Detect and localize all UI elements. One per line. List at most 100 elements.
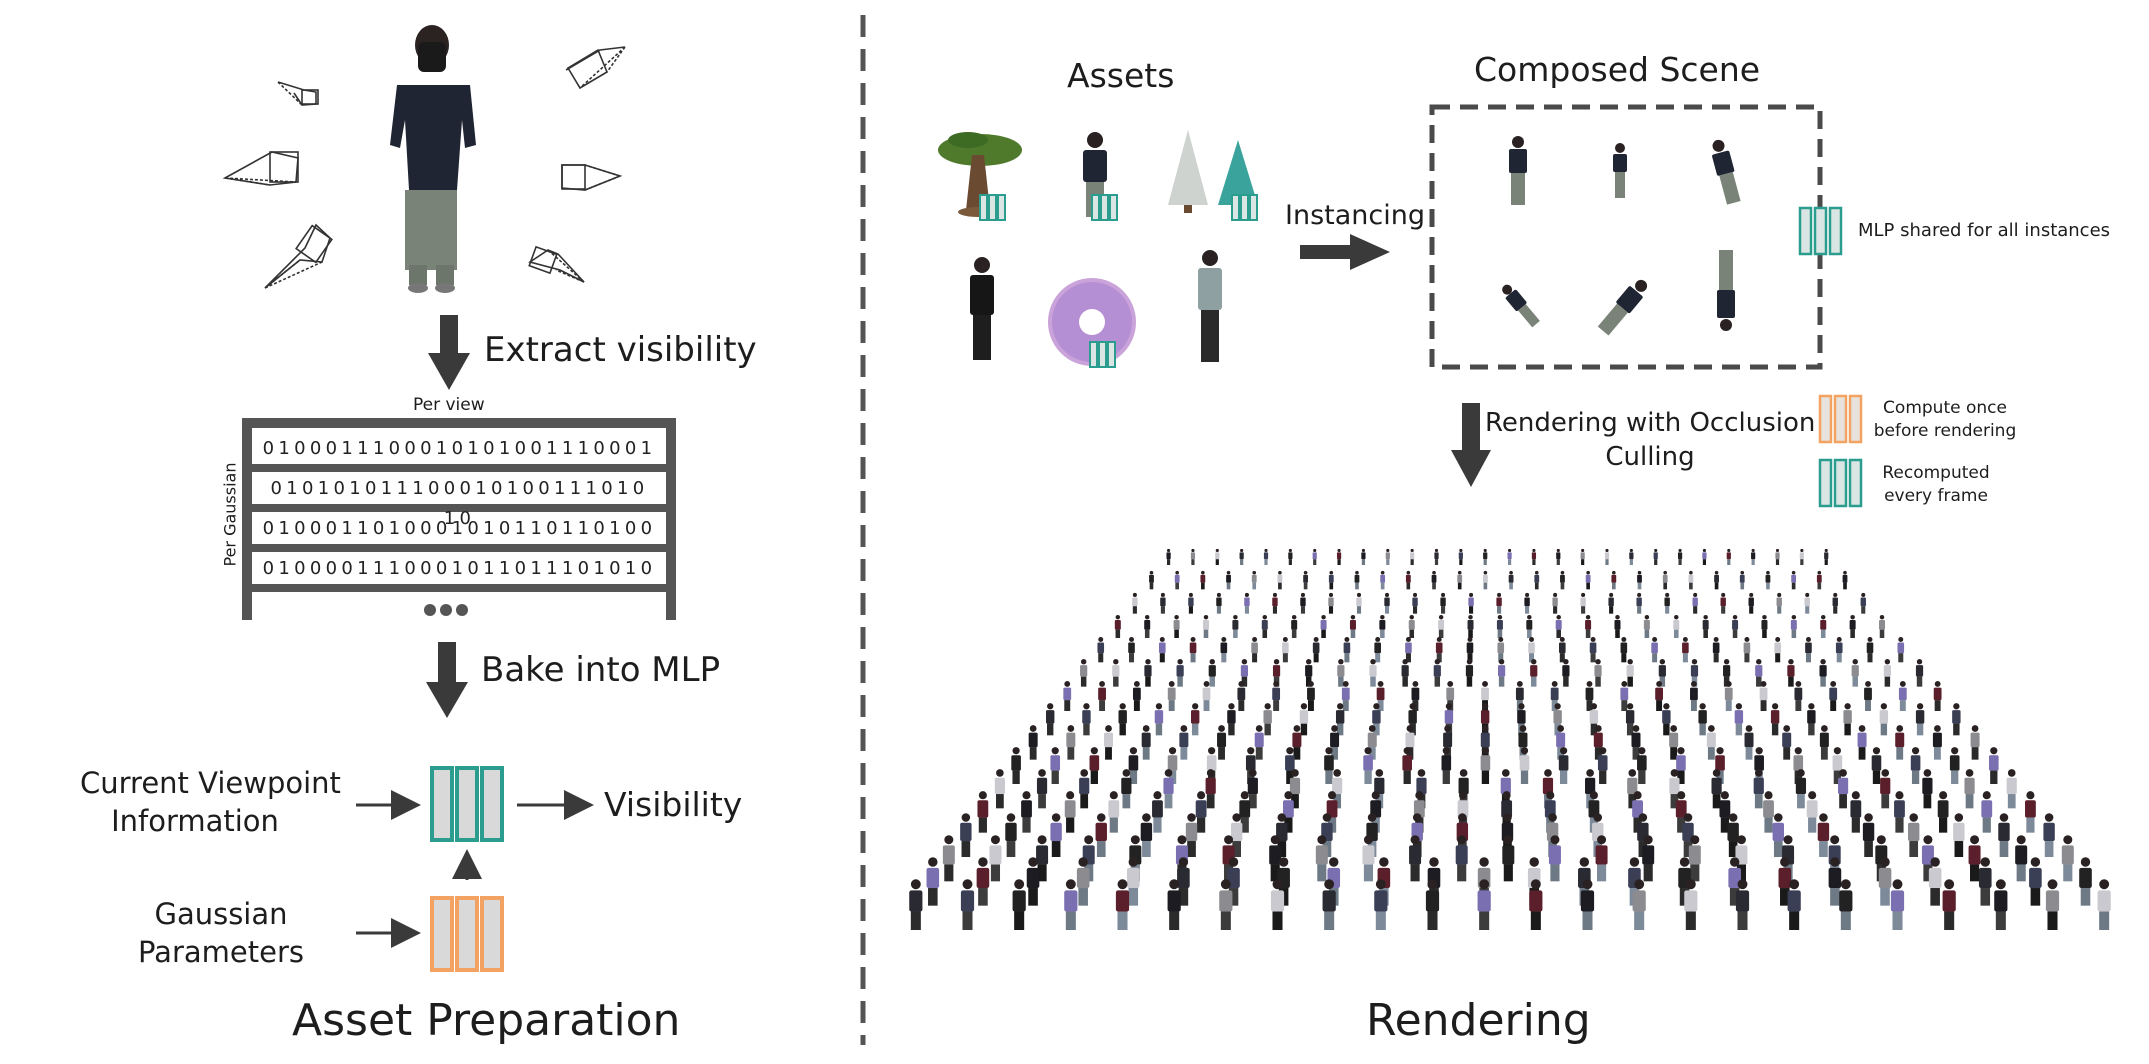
crowd-person <box>1036 769 1048 809</box>
arrow-instancing <box>1300 234 1390 270</box>
crowd-person <box>1440 592 1446 614</box>
crowd-person <box>1050 813 1062 857</box>
crowd-person <box>1894 791 1905 833</box>
crowd-person <box>926 857 940 906</box>
crowd-person <box>1405 725 1415 760</box>
crowd-person <box>1793 747 1804 784</box>
crowd-person <box>1794 681 1803 711</box>
crowd-person <box>1883 659 1891 687</box>
crowd-person <box>1880 769 1891 809</box>
crowd-person <box>1328 592 1334 614</box>
legend-recomputed-line1: Recomputed <box>1882 463 1990 483</box>
crowd-person <box>1529 879 1543 930</box>
crowd-person <box>1277 570 1283 590</box>
crowd-person <box>1108 791 1120 833</box>
crowd-person <box>1089 747 1100 784</box>
crowd-person <box>1611 570 1617 590</box>
crowd-person <box>2015 835 2028 882</box>
mlp-shared-label: MLP shared for all instances <box>1858 220 2111 241</box>
crowd-person <box>1632 879 1646 930</box>
crowd-person <box>1385 548 1390 565</box>
crowd-person <box>1251 570 1257 590</box>
crowd-person <box>1021 791 1032 833</box>
person-figure-center <box>390 25 476 293</box>
crowd-person <box>1676 747 1686 784</box>
crowd-person <box>1726 548 1731 565</box>
crowd-person <box>1152 791 1163 833</box>
crowd-person <box>1272 681 1281 711</box>
crowd-person <box>1850 791 1862 833</box>
crowd-person <box>1226 570 1231 590</box>
arrow-extract-visibility <box>428 315 470 390</box>
crowd-person <box>1132 681 1141 711</box>
crowd-person <box>1176 659 1184 687</box>
crowd-person <box>1608 592 1614 614</box>
crowd-person <box>1949 747 1960 784</box>
crowd-person <box>1580 879 1595 930</box>
crowd-person <box>1879 703 1889 736</box>
crowd-person <box>2006 769 2017 809</box>
crowd-person <box>1651 636 1658 663</box>
bake-label: Bake into MLP <box>481 650 721 690</box>
crowd-person <box>1662 570 1668 590</box>
crowd-person <box>1216 592 1222 614</box>
arrow-rendering <box>1451 403 1491 487</box>
crowd-person <box>1272 592 1278 614</box>
viewpoint-label-line2: Information <box>111 804 279 838</box>
binary-row: 0100011010001010110110100 <box>262 518 657 539</box>
crowd-person <box>1719 791 1731 833</box>
crowd-person <box>1953 813 1965 857</box>
crowd-person <box>1239 548 1244 565</box>
crowd-person <box>1765 570 1771 590</box>
crowd-person <box>1026 857 1040 906</box>
crowd-person <box>1167 879 1181 930</box>
crowd-person <box>1734 703 1744 736</box>
crowd-person <box>1787 659 1795 687</box>
crowd-person <box>942 835 955 882</box>
crowd-person <box>1337 659 1345 687</box>
crowd-person <box>1480 747 1491 784</box>
crowd-person <box>1715 747 1725 784</box>
crowd-person <box>1335 703 1345 736</box>
crowd-person <box>1291 614 1298 638</box>
crowd-person <box>1079 769 1090 809</box>
crowd-person <box>1669 769 1680 809</box>
crowd-person <box>1664 592 1670 614</box>
rendering-title: Rendering <box>1366 995 1591 1046</box>
crowd-person <box>1200 570 1206 590</box>
crowd-person <box>1805 636 1812 663</box>
binary-row: 0100011100010101001110001 <box>262 438 657 459</box>
crowd-person <box>1458 548 1463 565</box>
crowd-person <box>1723 659 1731 687</box>
crowd-person <box>1828 857 1842 906</box>
crowd-person <box>1409 835 1422 882</box>
crowd-person <box>1237 681 1246 711</box>
crowd-person <box>1289 769 1301 809</box>
crowd-person <box>1862 813 1875 857</box>
instance-person <box>1717 250 1735 331</box>
crowd-person <box>1637 747 1647 784</box>
crowd-person <box>1593 725 1603 760</box>
crowd-person <box>1379 614 1386 638</box>
crowd-person <box>1441 747 1452 784</box>
crowd-person <box>1232 614 1239 638</box>
asset-person <box>970 257 994 360</box>
crowd-person <box>1819 659 1827 687</box>
crowd-person <box>1968 835 1981 882</box>
crowd-person <box>1675 791 1687 833</box>
crowd-person <box>1790 614 1797 638</box>
crowd-person <box>1832 747 1843 784</box>
crowd-person <box>1595 835 1608 882</box>
mlp-badge-teal <box>1091 194 1118 221</box>
crowd-person <box>1322 879 1336 930</box>
crowd-person <box>1998 813 2010 857</box>
crowd-person <box>1897 636 1905 663</box>
crowd-person <box>1401 659 1409 687</box>
crowd-person <box>1636 592 1642 614</box>
crowd-person <box>1772 813 1784 857</box>
crowd-person <box>1774 636 1781 663</box>
crowd-person <box>1362 835 1375 882</box>
crowd-person <box>1910 747 1921 784</box>
crowd-person <box>1508 570 1514 590</box>
crowd-person <box>1795 769 1807 809</box>
